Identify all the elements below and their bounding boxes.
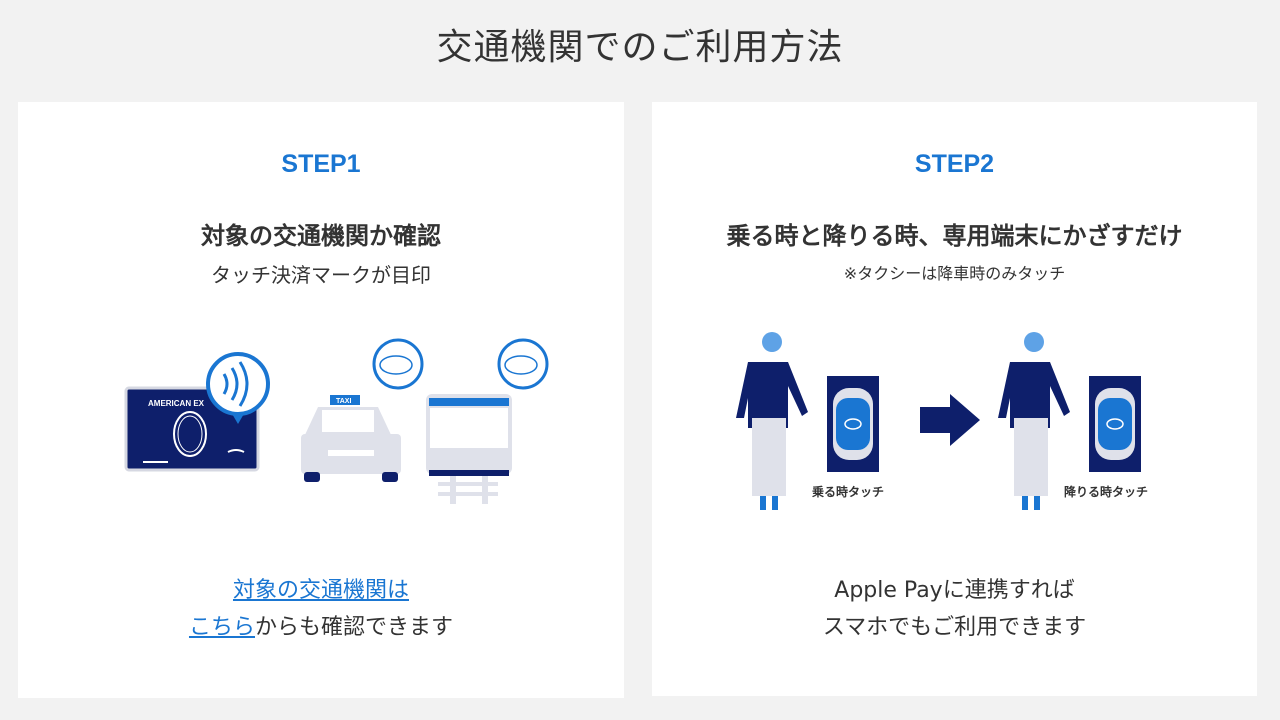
step1-label: STEP1 bbox=[281, 150, 361, 178]
svg-text:AMERICAN EX: AMERICAN EX bbox=[148, 399, 205, 408]
contactless-bubble-icon bbox=[372, 338, 424, 390]
person-tapping-image: 降りる時タッチ bbox=[998, 332, 1148, 510]
train-image bbox=[426, 394, 512, 504]
page-title: 交通機関でのご利用方法 bbox=[436, 27, 844, 68]
step2-card: STEP2 乗る時と降りる時、専用端末にかざすだけ ※タクシーは降車時のみタッチ… bbox=[652, 102, 1257, 696]
step2-label: STEP2 bbox=[914, 150, 995, 178]
step2-footer: Apple Payに連携すれば スマホでもご利用できます bbox=[652, 572, 1257, 646]
step2-heading: 乗る時と降りる時、専用端末にかざすだけ bbox=[726, 222, 1183, 250]
svg-text:降りる時タッチ: 降りる時タッチ bbox=[1064, 484, 1148, 499]
step1-heading: 対象の交通機関か確認 bbox=[201, 222, 441, 250]
apple-pay-text: Apple Payに連携すれば bbox=[834, 578, 1075, 603]
taxi-image: TAXI bbox=[301, 395, 401, 482]
step1-footer: 対象の交通機関は こちらからも確認できます bbox=[18, 572, 624, 646]
step2-note: ※タクシーは降車時のみタッチ bbox=[843, 264, 1066, 283]
footer-text: からも確認できます bbox=[255, 615, 454, 640]
svg-text:TAXI: TAXI bbox=[336, 398, 351, 405]
arrow-right-icon bbox=[920, 394, 980, 446]
smartphone-text: スマホでもご利用できます bbox=[822, 615, 1087, 640]
tap-illustration: 乗る時タッチ 降りる時タッチ bbox=[736, 332, 1148, 510]
contactless-bubble-icon bbox=[497, 338, 549, 390]
svg-text:乗る時タッチ: 乗る時タッチ bbox=[812, 484, 884, 499]
person-tapping-image: 乗る時タッチ bbox=[736, 332, 884, 510]
here-link[interactable]: こちら bbox=[188, 615, 255, 640]
eligible-transit-link[interactable]: 対象の交通機関は bbox=[232, 578, 409, 603]
step1-card: STEP1 対象の交通機関か確認 タッチ決済マークが目印 AMERICAN EX… bbox=[18, 102, 624, 698]
contactless-bubble-icon bbox=[206, 352, 270, 424]
transport-illustration: AMERICAN EX TAXI bbox=[124, 338, 549, 504]
step1-subtext: タッチ決済マークが目印 bbox=[211, 263, 431, 287]
